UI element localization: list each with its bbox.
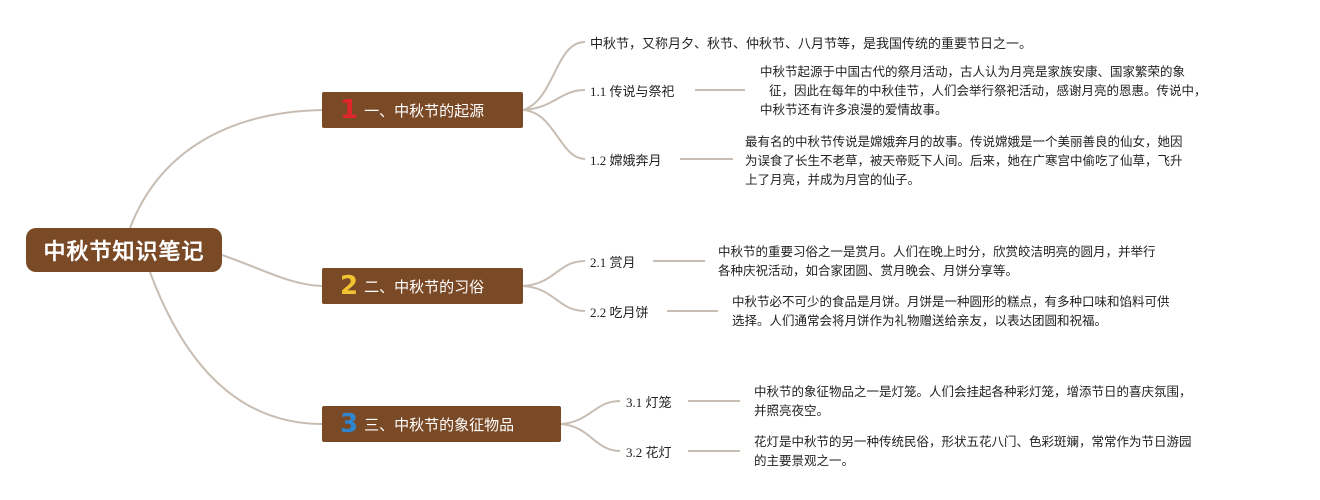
- leaf-label-1-1[interactable]: 1.1 传说与祭祀: [590, 84, 675, 99]
- desc-line: 的主要景观之一。: [754, 453, 855, 468]
- link-b3-c2: [560, 423, 621, 452]
- leaf-desc-3-1: 中秋节的象征物品之一是灯笼。人们会挂起各种彩灯笼，增添节日的喜庆氛围， 并照亮夜…: [754, 382, 1264, 420]
- link-b1-c2: [522, 109, 586, 160]
- link-b1-c1: [522, 89, 586, 111]
- branch-title: 二、中秋节的习俗: [364, 277, 485, 296]
- desc-line: 并照亮夜空。: [754, 403, 830, 418]
- leaf-label-1-2[interactable]: 1.2 嫦娥奔月: [590, 153, 662, 168]
- leaf-desc-2-1: 中秋节的重要习俗之一是赏月。人们在晚上时分，欣赏皎洁明亮的圆月，并举行 各种庆祝…: [718, 242, 1228, 280]
- leaf-desc-1-1: 中秋节起源于中国古代的祭月活动，古人认为月亮是家族安康、国家繁荣的象 征，因此在…: [760, 62, 1260, 119]
- branch-title: 三、中秋节的象征物品: [364, 415, 515, 434]
- root-title: 中秋节知识笔记: [43, 240, 205, 265]
- desc-line: 中秋节的象征物品之一是灯笼。人们会挂起各种彩灯笼，增添节日的喜庆氛围，: [754, 384, 1192, 399]
- desc-line: 中秋节起源于中国古代的祭月活动，古人认为月亮是家族安康、国家繁荣的象: [760, 64, 1186, 79]
- link-b1-intro: [522, 41, 586, 111]
- number-3-badge: 3: [340, 409, 359, 439]
- leaf-label-3-1[interactable]: 3.1 灯笼: [626, 395, 672, 410]
- leaf-desc-2-2: 中秋节必不可少的食品是月饼。月饼是一种圆形的糕点，有多种口味和馅料可供 选择。人…: [732, 292, 1242, 330]
- leaf-desc-1-2: 最有名的中秋节传说是嫦娥奔月的故事。传说嫦娥是一个美丽善良的仙女，她因 为误食了…: [745, 132, 1255, 189]
- desc-line: 各种庆祝活动，如合家团圆、赏月晚会、月饼分享等。: [718, 263, 1019, 278]
- branch-node-origin[interactable]: 1 一、中秋节的起源: [322, 92, 523, 128]
- link-b3-c1: [560, 400, 621, 425]
- link-root-branch-1: [129, 109, 323, 229]
- desc-line: 为误食了长生不老草，被天帝贬下人间。后来，她在广寒宫中偷吃了仙草，飞升: [745, 153, 1183, 168]
- leaf-desc-3-2: 花灯是中秋节的另一种传统民俗，形状五花八门、色彩斑斓，常常作为节日游园 的主要景…: [754, 432, 1264, 470]
- desc-line: 选择。人们通常会将月饼作为礼物赠送给亲友，以表达团圆和祝福。: [732, 313, 1108, 328]
- desc-line: 征，因此在每年的中秋佳节，人们会举行祭祀活动，感谢月亮的恩惠。传说中，: [769, 83, 1207, 98]
- link-b2-c1: [522, 260, 586, 287]
- desc-line: 最有名的中秋节传说是嫦娥奔月的故事。传说嫦娥是一个美丽善良的仙女，她因: [745, 134, 1183, 149]
- leaf-label-3-2[interactable]: 3.2 花灯: [626, 445, 672, 460]
- leaf-label-2-1[interactable]: 2.1 赏月: [590, 255, 636, 270]
- root-node[interactable]: 中秋节知识笔记: [26, 228, 222, 272]
- branch-node-symbols[interactable]: 3 三、中秋节的象征物品: [322, 406, 561, 442]
- branch-node-customs[interactable]: 2 二、中秋节的习俗: [322, 268, 523, 304]
- desc-line: 上了月亮，并成为月宫的仙子。: [745, 172, 921, 187]
- number-2-badge: 2: [340, 271, 359, 301]
- number-1-badge: 1: [340, 95, 359, 125]
- link-root-branch-3: [149, 271, 323, 425]
- intro-text: 中秋节，又称月夕、秋节、仲秋节、八月节等，是我国传统的重要节日之一。: [590, 37, 1033, 52]
- desc-line: 中秋节必不可少的食品是月饼。月饼是一种圆形的糕点，有多种口味和馅料可供: [732, 294, 1170, 309]
- desc-line: 中秋节的重要习俗之一是赏月。人们在晚上时分，欣赏皎洁明亮的圆月，并举行: [718, 244, 1156, 259]
- leaf-label-2-2[interactable]: 2.2 吃月饼: [590, 305, 649, 320]
- branch-title: 一、中秋节的起源: [364, 101, 485, 120]
- desc-line: 中秋节还有许多浪漫的爱情故事。: [760, 102, 948, 117]
- link-root-branch-2: [221, 254, 323, 287]
- desc-line: 花灯是中秋节的另一种传统民俗，形状五花八门、色彩斑斓，常常作为节日游园: [754, 434, 1192, 449]
- link-b2-c2: [522, 285, 586, 312]
